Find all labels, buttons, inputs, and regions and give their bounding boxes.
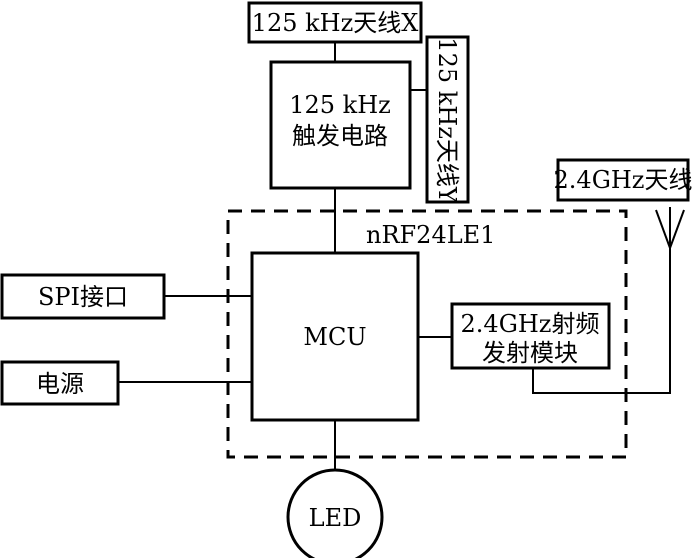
antenna-icon [655, 207, 685, 249]
antenna-y-label: 125 kHz天线Y [433, 37, 461, 204]
rf-module-label-2: 发射模块 [482, 339, 578, 367]
line-rf-to-antenna [532, 248, 671, 394]
mcu-box [250, 251, 420, 422]
rf-module-label-1: 2.4GHz射频 [461, 310, 600, 338]
led-label: LED [309, 504, 362, 532]
trigger-circuit-label-1: 125 kHz [289, 91, 391, 119]
antenna-24-label: 2.4GHz天线 [554, 166, 693, 194]
trigger-circuit-box [269, 60, 412, 190]
chip-label: nRF24LE1 [366, 221, 495, 249]
chip-label-bg [364, 218, 486, 248]
mcu-label: MCU [303, 323, 366, 351]
power-box [0, 360, 120, 406]
antenna-y-box [425, 35, 470, 204]
spi-box [0, 273, 166, 320]
power-label: 电源 [36, 370, 84, 398]
rf-module-box [450, 302, 611, 370]
trigger-circuit-label-2: 触发电路 [292, 122, 388, 150]
antenna-24-box [556, 158, 690, 202]
led-circle [286, 468, 384, 558]
spi-label: SPI接口 [38, 283, 128, 311]
antenna-x-box [247, 1, 423, 44]
antenna-x-label: 125 kHz天线X [252, 9, 419, 37]
